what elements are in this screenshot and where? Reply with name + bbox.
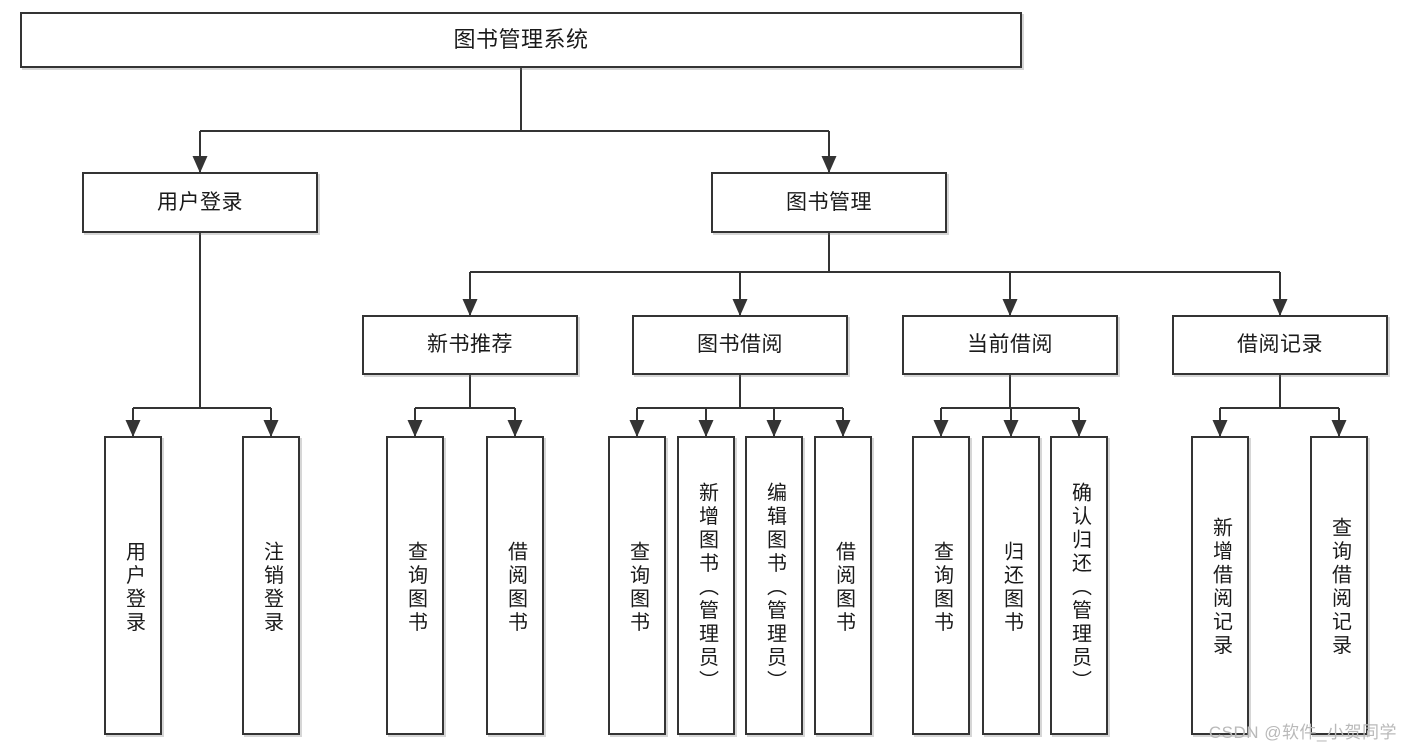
arrowhead-icon bbox=[629, 420, 645, 437]
node-label: 注销登录 bbox=[260, 540, 283, 635]
arrowhead-icon bbox=[1212, 420, 1228, 437]
node-label: 查询图书 bbox=[930, 540, 953, 635]
arrowhead-icon bbox=[1002, 299, 1018, 316]
node-leaf-rec-query[interactable]: 查询图书 bbox=[386, 436, 444, 735]
node-leaf-br-query[interactable]: 查询借阅记录 bbox=[1310, 436, 1368, 735]
node-label: 查询图书 bbox=[404, 540, 427, 635]
arrowhead-icon bbox=[125, 420, 141, 437]
node-leaf-bb-edit[interactable]: 编辑图书（管理员） bbox=[745, 436, 803, 735]
arrowhead-icon bbox=[1003, 420, 1019, 437]
node-label: 用户登录 bbox=[122, 540, 145, 635]
node-leaf-bb-query[interactable]: 查询图书 bbox=[608, 436, 666, 735]
node-root[interactable]: 图书管理系统 bbox=[20, 12, 1022, 68]
node-label: 图书借阅 bbox=[697, 333, 783, 357]
arrowhead-icon bbox=[835, 420, 851, 437]
arrowhead-icon bbox=[1272, 299, 1288, 316]
node-label: 借阅图书 bbox=[832, 540, 855, 635]
arrowhead-icon bbox=[507, 420, 523, 437]
arrowhead-icon bbox=[933, 420, 949, 437]
node-new-book-rec[interactable]: 新书推荐 bbox=[362, 315, 578, 375]
arrowhead-icon bbox=[732, 299, 748, 316]
arrowhead-icon bbox=[263, 420, 279, 437]
node-leaf-br-add[interactable]: 新增借阅记录 bbox=[1191, 436, 1249, 735]
node-leaf-rec-borrow[interactable]: 借阅图书 bbox=[486, 436, 544, 735]
arrowhead-icon bbox=[698, 420, 714, 437]
node-leaf-cb-confirm[interactable]: 确认归还（管理员） bbox=[1050, 436, 1108, 735]
node-current-borrow[interactable]: 当前借阅 bbox=[902, 315, 1118, 375]
node-label: 图书管理 bbox=[786, 190, 872, 214]
node-label: 借阅记录 bbox=[1237, 333, 1323, 357]
node-label: 图书管理系统 bbox=[453, 26, 589, 52]
node-leaf-bb-add[interactable]: 新增图书（管理员） bbox=[677, 436, 735, 735]
arrowhead-icon bbox=[821, 156, 837, 173]
node-leaf-cb-query[interactable]: 查询图书 bbox=[912, 436, 970, 735]
node-label: 新增借阅记录 bbox=[1209, 517, 1232, 658]
node-label: 新书推荐 bbox=[427, 333, 513, 357]
arrowhead-icon bbox=[1331, 420, 1347, 437]
node-leaf-cb-return[interactable]: 归还图书 bbox=[982, 436, 1040, 735]
node-book-manage[interactable]: 图书管理 bbox=[711, 172, 947, 233]
node-label: 归还图书 bbox=[1000, 540, 1023, 635]
arrowhead-icon bbox=[192, 156, 208, 173]
watermark: CSDN @软件_小贺同学 bbox=[1208, 723, 1397, 742]
node-user-login[interactable]: 用户登录 bbox=[82, 172, 318, 233]
node-label: 确认归还（管理员） bbox=[1068, 481, 1091, 694]
node-leaf-user-logout[interactable]: 注销登录 bbox=[242, 436, 300, 735]
arrowhead-icon bbox=[766, 420, 782, 437]
arrowhead-icon bbox=[1071, 420, 1087, 437]
node-label: 借阅图书 bbox=[504, 540, 527, 635]
node-book-borrow[interactable]: 图书借阅 bbox=[632, 315, 848, 375]
node-label: 查询借阅记录 bbox=[1328, 517, 1351, 658]
node-label: 用户登录 bbox=[157, 190, 243, 214]
node-label: 编辑图书（管理员） bbox=[763, 481, 786, 694]
arrowhead-icon bbox=[407, 420, 423, 437]
node-leaf-bb-borrow[interactable]: 借阅图书 bbox=[814, 436, 872, 735]
node-leaf-user-login[interactable]: 用户登录 bbox=[104, 436, 162, 735]
node-label: 查询图书 bbox=[626, 540, 649, 635]
node-label: 新增图书（管理员） bbox=[695, 481, 718, 694]
arrowhead-icon bbox=[462, 299, 478, 316]
node-borrow-record[interactable]: 借阅记录 bbox=[1172, 315, 1388, 375]
node-label: 当前借阅 bbox=[967, 333, 1053, 357]
